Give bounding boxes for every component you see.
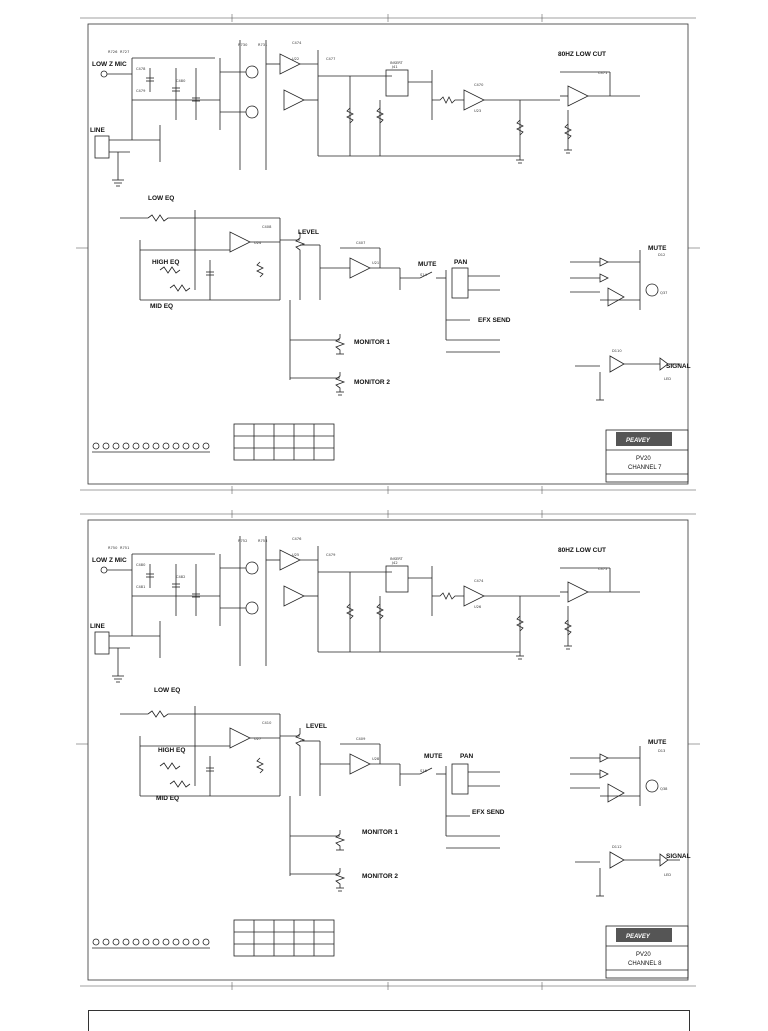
title-channel: CHANNEL 7 xyxy=(628,465,662,471)
part-ref: J41 xyxy=(391,65,398,69)
part-ref: D13 xyxy=(658,749,665,753)
part-ref: C409 xyxy=(356,737,366,741)
part-ref: R751 xyxy=(120,546,129,550)
label-monitor-1: MONITOR 1 xyxy=(362,829,398,836)
part-ref: C478 xyxy=(136,67,146,71)
title-model: PV20 xyxy=(636,952,651,958)
part-ref: C480 xyxy=(176,79,186,83)
label-low-z-mic: LOW Z MIC xyxy=(92,61,127,68)
part-ref: C480 xyxy=(136,563,146,567)
label-efx-send: EFX SEND xyxy=(472,809,505,816)
label-low-cut: 80HZ LOW CUT xyxy=(558,547,606,554)
part-ref: R727 xyxy=(120,50,129,54)
part-ref: D112 xyxy=(612,845,622,849)
label-efx-send: EFX SEND xyxy=(478,317,511,324)
part-ref: Q38 xyxy=(660,787,668,791)
label-mute: MUTE xyxy=(424,753,443,760)
label-low-cut: 80HZ LOW CUT xyxy=(558,51,606,58)
label-pan: PAN xyxy=(454,259,468,266)
sheet-frame xyxy=(87,23,689,485)
schematic-wiring xyxy=(76,14,700,494)
sheet-frame xyxy=(87,519,689,981)
label-level: LEVEL xyxy=(306,723,327,730)
part-ref: R730 xyxy=(238,43,248,47)
part-ref: Q37 xyxy=(660,291,667,295)
part-ref: C479 xyxy=(136,89,146,93)
part-ref: R726 xyxy=(108,50,118,54)
sheet-channel-8: LOW Z MIC LINE 80HZ LOW CUT LOW EQ HIGH … xyxy=(0,496,768,996)
title-model: PV20 xyxy=(636,456,651,462)
label-high-eq: HIGH EQ xyxy=(152,259,179,266)
part-ref: C474 xyxy=(292,41,302,45)
part-ref: LED xyxy=(664,873,671,877)
part-ref: R753 xyxy=(258,539,267,543)
label-mute-right: MUTE xyxy=(648,245,667,252)
part-ref: LED xyxy=(664,377,671,381)
label-line: LINE xyxy=(90,623,105,630)
part-ref: C482 xyxy=(176,575,185,579)
sheet-channel-7: LOW Z MIC LINE 80HZ LOW CUT LOW EQ HIGH … xyxy=(0,0,768,500)
part-ref: U24 xyxy=(254,241,262,245)
part-ref: R752 xyxy=(238,539,247,543)
part-ref: C410 xyxy=(262,721,272,725)
part-ref: D110 xyxy=(612,349,622,353)
part-ref: C475 xyxy=(598,567,607,571)
label-mid-eq: MID EQ xyxy=(156,795,179,802)
label-signal: SIGNAL xyxy=(666,363,691,370)
sheet-partial-bottom xyxy=(88,1010,690,1031)
part-ref: C471 xyxy=(598,71,607,75)
peavey-logo: PEAVEY xyxy=(626,438,651,444)
label-line: LINE xyxy=(90,127,105,134)
label-mute-right: MUTE xyxy=(648,739,667,746)
part-ref: U25 xyxy=(292,553,299,557)
part-ref: C408 xyxy=(262,225,272,229)
part-ref: J42 xyxy=(391,561,398,565)
part-ref: U28 xyxy=(372,757,380,761)
part-ref: U26 xyxy=(474,605,482,609)
part-ref: C477 xyxy=(326,57,335,61)
part-ref: U22 xyxy=(292,57,299,61)
part-ref: INSERT xyxy=(390,61,404,65)
label-low-eq: LOW EQ xyxy=(154,687,180,694)
label-monitor-2: MONITOR 2 xyxy=(362,873,398,880)
label-high-eq: HIGH EQ xyxy=(158,747,185,754)
part-ref: INSERT xyxy=(390,557,404,561)
schematic-wiring xyxy=(76,510,700,990)
label-mute: MUTE xyxy=(418,261,437,268)
label-level: LEVEL xyxy=(298,229,319,236)
part-ref: D12 xyxy=(658,253,665,257)
label-low-z-mic: LOW Z MIC xyxy=(92,557,127,564)
part-ref: R731 xyxy=(258,43,267,47)
part-ref: U23 xyxy=(474,109,481,113)
part-ref: C470 xyxy=(474,83,484,87)
label-low-eq: LOW EQ xyxy=(148,195,174,202)
part-ref: R750 xyxy=(108,546,118,550)
part-ref: U21 xyxy=(372,261,379,265)
label-signal: SIGNAL xyxy=(666,853,691,860)
part-ref: S14 xyxy=(420,273,428,277)
peavey-logo: PEAVEY xyxy=(626,934,651,940)
label-mid-eq: MID EQ xyxy=(150,303,173,310)
part-ref: S16 xyxy=(420,769,428,773)
part-ref: C479 xyxy=(326,553,336,557)
part-ref: C481 xyxy=(136,585,145,589)
label-monitor-1: MONITOR 1 xyxy=(354,339,390,346)
part-ref: C476 xyxy=(292,537,302,541)
label-pan: PAN xyxy=(460,753,474,760)
part-ref: C474 xyxy=(474,579,484,583)
part-ref: U27 xyxy=(254,737,261,741)
part-ref: C407 xyxy=(356,241,365,245)
title-channel: CHANNEL 8 xyxy=(628,961,662,967)
label-monitor-2: MONITOR 2 xyxy=(354,379,390,386)
